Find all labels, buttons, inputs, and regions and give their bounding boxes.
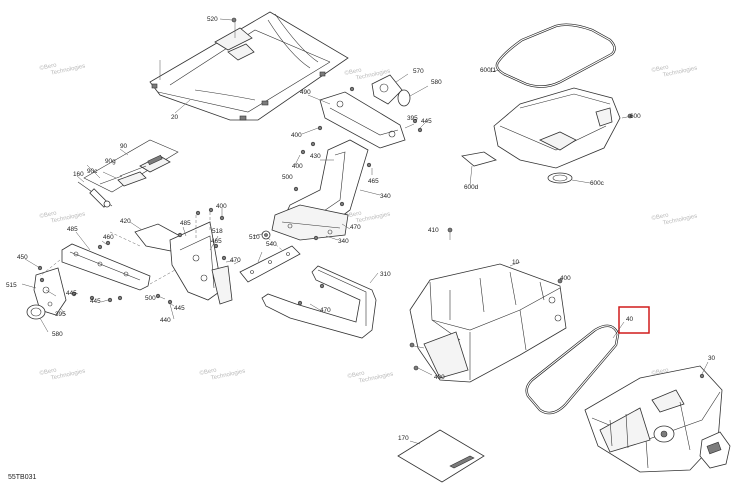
part-label[interactable]: 470 [230,257,241,264]
storage-cover-600 [461,23,633,184]
part-label[interactable]: 465 [368,178,379,185]
part-labels: 520 20 570 580 490 395 445 400 430 400 4… [6,16,716,442]
part-label[interactable]: 580 [52,331,63,338]
tool-kit-group [77,139,179,208]
part-label[interactable]: 170 [398,435,409,442]
part-label[interactable]: 490 [300,89,311,96]
part-label[interactable]: 515 [6,282,17,289]
part-label[interactable]: 520 [207,16,218,23]
part-label[interactable]: 395 [407,115,418,122]
part-label[interactable]: 500 [145,295,156,302]
part-label[interactable]: 600d [464,184,479,191]
part-label[interactable]: 445 [90,298,101,305]
part-label[interactable]: 440 [160,317,171,324]
part-label[interactable]: 465 [211,238,222,245]
leader-lines [21,18,709,376]
part-label[interactable]: 600f1 [480,67,496,74]
part-label[interactable]: 10 [512,259,520,266]
box-seal-40 [525,324,620,415]
part-label[interactable]: 20 [171,114,179,121]
part-label[interactable]: 310 [380,271,391,278]
part-label[interactable]: 500 [282,174,293,181]
watermark: ©Bero [347,369,366,380]
part-label[interactable]: 430 [310,153,321,160]
part-label[interactable]: 30 [708,355,716,362]
part-label[interactable]: 400 [216,203,227,210]
part-label[interactable]: 570 [413,68,424,75]
part-label[interactable]: 485 [180,220,191,227]
part-label[interactable]: 420 [120,218,131,225]
part-label[interactable]: 460 [103,234,114,241]
reference-code: 55TB031 [8,474,37,481]
part-label[interactable]: 600 [630,113,641,120]
watermark: ©Bero [651,63,670,74]
watermark: ©Bero [651,211,670,222]
tray-part-20 [149,11,349,121]
part-label[interactable]: 400 [291,132,302,139]
part-label[interactable]: 90c [87,168,98,175]
part-label[interactable]: 340 [380,193,391,200]
part-label[interactable]: 40 [626,316,634,323]
part-label[interactable]: 485 [67,226,78,233]
part-label[interactable]: 600c [590,180,605,187]
part-label[interactable]: 340 [338,238,349,245]
watermark: ©Bero [651,366,670,377]
storage-lid-30 [584,365,731,473]
part-label[interactable]: 90 [120,143,128,150]
watermark: ©Bero [199,366,218,377]
frame-assembly [271,74,423,241]
latch-bracket-540 [239,230,301,283]
part-label[interactable]: 470 [350,224,361,231]
watermark: ©Bero [39,61,58,72]
part-label[interactable]: 410 [428,227,439,234]
grab-bar-310 [261,265,377,339]
watermark: ©Bero [39,209,58,220]
part-label[interactable]: 445 [421,118,432,125]
part-label[interactable]: 400 [292,163,303,170]
part-label[interactable]: 400 [434,374,445,381]
part-label[interactable]: 445 [174,305,185,312]
part-label[interactable]: 160 [73,171,84,178]
part-label[interactable]: 90g [105,158,116,165]
highlight-box [618,306,650,334]
storage-box-10 [409,227,567,383]
watermark: ©Bero [39,366,58,377]
part-label[interactable]: 510 [249,234,260,241]
part-label[interactable]: 540 [266,241,277,248]
part-label[interactable]: 395 [55,311,66,318]
watermark: ©Bero [344,66,363,77]
part-label[interactable]: 445 [66,290,77,297]
watermark: ©Bero [344,209,363,220]
rear-bracket-assembly [26,207,233,320]
part-label[interactable]: 470 [320,307,331,314]
part-label[interactable]: 450 [17,254,28,261]
part-label[interactable]: 518 [212,228,223,235]
owner-manual-170 [397,429,485,483]
part-label[interactable]: 400 [560,275,571,282]
part-label[interactable]: 580 [431,79,442,86]
